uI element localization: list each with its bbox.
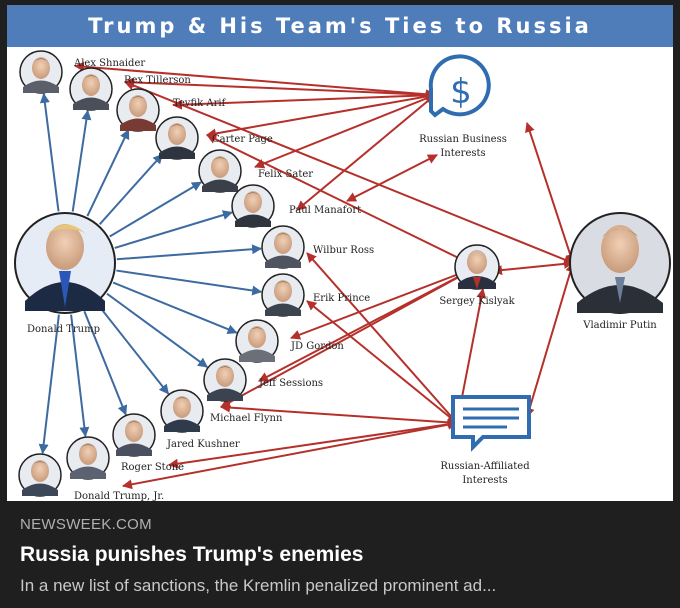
putin-label: Vladimir Putin — [582, 320, 657, 331]
associate-portrait — [261, 225, 305, 269]
associate-label: Roger Stone — [121, 462, 184, 473]
article-headline[interactable]: Russia punishes Trump's enemies — [20, 543, 364, 566]
associate-portrait — [231, 184, 275, 228]
affiliated-label-1: Russian-Affiliated — [440, 461, 530, 472]
trump-link-arrow — [38, 314, 60, 455]
associate-label: Michael Flynn — [210, 413, 283, 424]
relationship-diagram: $ Russian Business Interests Russian-Aff… — [14, 50, 671, 501]
russia-link-arrow — [254, 93, 436, 169]
trump-link-arrow — [106, 292, 209, 368]
trump-link-arrow — [96, 303, 170, 395]
associate-label: Felix Sater — [258, 169, 313, 180]
document-speech-bubble-icon — [451, 395, 531, 452]
trump-label: Donald Trump — [27, 324, 100, 335]
trump-link-arrow — [39, 92, 60, 212]
associate-portrait — [18, 453, 62, 497]
source-domain: NEWSWEEK.COM — [20, 516, 152, 533]
business-label-1: Russian Business — [419, 134, 507, 145]
trump-link-arrow — [98, 153, 164, 225]
infographic-image[interactable]: Trump & His Team's Ties to Russia $ — [7, 5, 673, 501]
svg-text:$: $ — [450, 72, 472, 112]
article-description: In a new list of sanctions, the Kremlin … — [20, 576, 497, 595]
associate-portrait — [69, 67, 113, 111]
associate-portrait — [261, 273, 305, 317]
russia-link-arrow — [524, 262, 576, 418]
associate-label: Jared Kushner — [166, 439, 240, 450]
trump-link-arrow — [114, 210, 233, 249]
russia-link-arrow — [122, 419, 458, 490]
associate-label: Jeff Sessions — [258, 378, 323, 389]
putin-portrait — [569, 212, 671, 314]
affiliated-label-2: Interests — [462, 475, 507, 486]
russia-link-arrow — [525, 122, 575, 264]
trump-link-arrow — [116, 244, 263, 261]
associate-label: Alex Shnaider — [73, 58, 145, 69]
trump-link-arrow — [71, 109, 92, 212]
russia-link-arrow — [306, 252, 458, 424]
associate-portrait — [116, 88, 160, 132]
dollar-speech-bubble-icon: $ — [428, 54, 491, 118]
trump-link-arrow — [116, 269, 263, 296]
associate-label: Rex Tillerson — [124, 75, 191, 86]
infographic-title: Trump & His Team's Ties to Russia — [7, 5, 673, 47]
russia-link-arrow — [296, 94, 436, 211]
associate-portrait — [19, 50, 63, 94]
associate-portrait — [160, 389, 204, 433]
associate-label: Wilbur Ross — [313, 245, 374, 256]
russia-link-arrow — [346, 154, 438, 202]
associate-label: Tevfik Arif — [173, 98, 227, 109]
kislyak-portrait — [454, 244, 500, 290]
trump-link-arrow — [83, 310, 128, 416]
associate-portrait — [203, 358, 247, 402]
trump-link-arrow — [86, 128, 130, 217]
associate-label: JD Gordon — [290, 341, 344, 352]
associate-label: Erik Prince — [313, 293, 370, 304]
associate-portrait — [112, 413, 156, 457]
associate-portrait — [66, 436, 110, 480]
russia-link-arrow — [220, 266, 478, 408]
russia-link-arrow — [492, 258, 574, 276]
trump-link-arrow — [109, 181, 202, 238]
trump-link-arrow — [70, 314, 90, 438]
trump-link-arrow — [112, 281, 238, 334]
associate-portrait — [155, 116, 199, 160]
trump-portrait — [14, 212, 116, 314]
associate-label: Paul Manafort — [289, 205, 361, 216]
russia-link-arrow — [206, 134, 478, 268]
associate-portrait — [198, 149, 242, 193]
associate-portrait — [235, 319, 279, 363]
business-label-2: Interests — [440, 148, 485, 159]
kislyak-label: Sergey Kislyak — [439, 296, 515, 307]
associate-label: Donald Trump, Jr. — [74, 491, 164, 501]
associate-label: Carter Page — [212, 134, 273, 145]
